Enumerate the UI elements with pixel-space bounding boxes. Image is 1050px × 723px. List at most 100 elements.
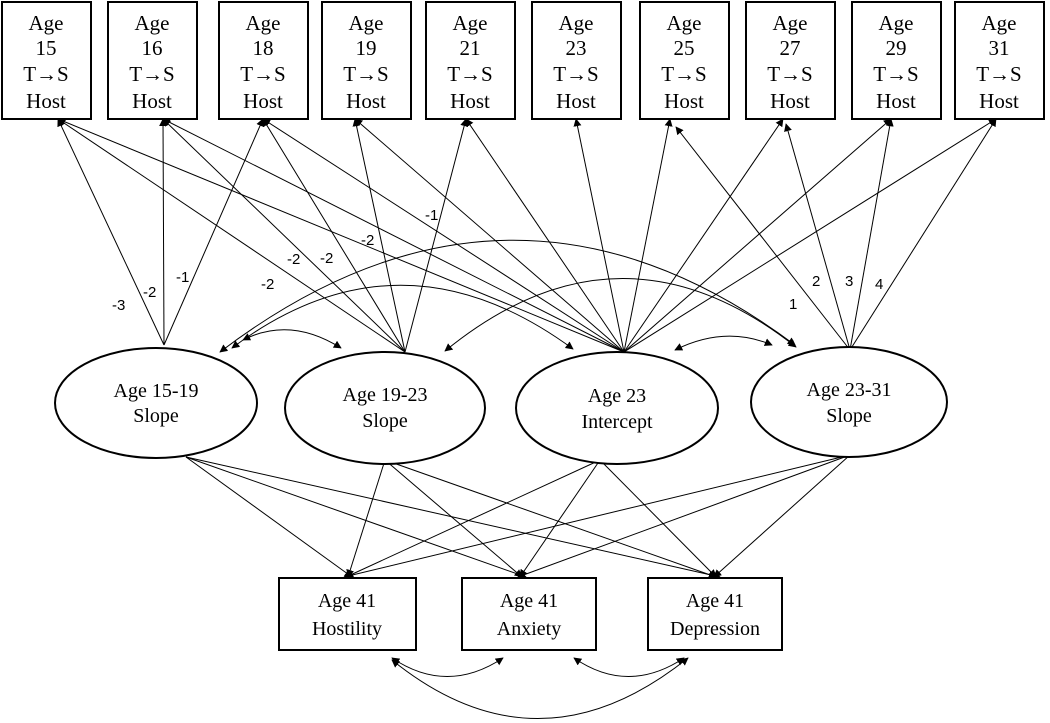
latent-slope-19-23: Age 19-23 Slope [284,351,486,465]
edge-slope1923-age16 [162,118,406,353]
loading-label: 2 [812,273,820,290]
path-slope2331-anxiety [517,454,851,579]
indicator-label: Age [773,11,808,35]
indicator-label: Age [667,11,702,35]
indicator-age: 23 [566,36,587,60]
edge-slope2331-age29 [849,118,894,351]
loading-labels: -3 -2 -1 -2 -2 -2 -2 -1 1 2 3 4 [112,207,883,314]
edge-slope2331-age25 [675,126,851,351]
indicator-construct: Host [556,89,596,113]
edge-slope2331-age31 [849,118,997,351]
indicator-age: 25 [674,36,695,60]
loading-label: 4 [875,276,883,293]
edge-intercept-age23 [573,118,625,353]
indicator-box-age19: Age 19 T→S Host [321,1,412,120]
latent-factors: Age 15-19 Slope Age 19-23 Slope Age 23 I… [54,346,948,465]
indicator-row: Age 15 T→S Host Age 16 T→S Host Age 18 T… [1,1,1045,120]
latent-intercept-23: Age 23 Intercept [515,351,719,465]
outcome-box-depression: Age 41 Depression [647,577,783,651]
indicator-box-age27: Age 27 T→S Host [745,1,836,120]
latent-label: Age 15-19 [114,380,199,402]
outcome-age: Age 41 [318,590,376,612]
indicator-box-age31: Age 31 T→S Host [954,1,1045,120]
indicator-age: 27 [780,36,801,60]
indicator-measure: T→S [240,62,286,86]
indicator-measure: T→S [976,62,1022,86]
edge-intercept-age21 [465,118,625,353]
latent-type: Intercept [581,411,653,433]
indicator-construct: Host [132,89,172,113]
path-slope1923-anxiety [384,459,523,578]
indicator-measure: T→S [447,62,493,86]
loading-label: 3 [845,273,853,290]
path-slope1923-hostility [346,459,386,578]
indicator-box-age18: Age 18 T→S Host [218,1,309,120]
edge-slope1923-age19 [352,118,406,353]
latent-slope-23-31: Age 23-31 Slope [750,346,948,458]
outcome-box-hostility: Age 41 Hostility [278,577,417,651]
path-intercept-anxiety [519,459,601,578]
edge-intercept-age18 [262,118,625,353]
path-slope2331-depression [713,454,851,578]
indicator-label: Age [29,11,64,35]
outcome-row: Age 41 Hostility Age 41 Anxiety Age 41 D… [278,577,783,651]
edge-intercept-age29 [623,118,892,353]
latent-slope-15-19: Age 15-19 Slope [54,347,258,459]
indicator-construct: Host [26,89,66,113]
loading-label: -2 [320,250,333,267]
edge-intercept-age31 [623,118,997,353]
cov-slope1519-intercept [231,284,574,350]
outcome-measure: Hostility [312,618,382,640]
edge-slope1923-age15 [57,118,406,353]
outcome-box-anxiety: Age 41 Anxiety [461,577,597,651]
indicator-label: Age [453,11,488,35]
indicator-box-age15: Age 15 T→S Host [1,1,92,120]
edges [57,118,997,719]
indicator-construct: Host [770,89,810,113]
indicator-age: 16 [142,36,163,60]
indicator-label: Age [349,11,384,35]
indicator-construct: Host [664,89,704,113]
indicator-label: Age [559,11,594,35]
indicator-construct: Host [243,89,283,113]
indicator-construct: Host [450,89,490,113]
indicator-construct: Host [979,89,1019,113]
indicator-box-age16: Age 16 T→S Host [107,1,198,120]
latent-label: Age 19-23 [343,384,428,406]
indicator-measure: T→S [129,62,175,86]
cov-slope1519-slope1923 [242,329,342,349]
loading-label: -2 [287,251,300,268]
outcome-measure: Depression [670,618,760,640]
path-slope1923-depression [384,459,717,579]
indicator-label: Age [982,11,1017,35]
loading-label: -1 [176,269,189,286]
path-intercept-hostility [345,459,601,578]
loading-label: -3 [112,297,125,314]
latent-label: Age 23 [588,385,646,407]
indicator-age: 29 [886,36,907,60]
indicator-measure: T→S [553,62,599,86]
loading-label: -2 [261,276,274,293]
path-slope1519-anxiety [185,456,527,579]
loading-label: -1 [425,207,438,224]
indicator-age: 18 [253,36,274,60]
indicator-label: Age [879,11,914,35]
indicator-age: 31 [989,36,1010,60]
indicator-box-age21: Age 21 T→S Host [425,1,516,120]
edge-intercept-age19 [354,118,625,353]
cov-intercept-slope2331 [674,335,773,351]
cov-slope1519-slope2331 [219,239,796,353]
path-intercept-depression [599,459,717,578]
cov-slope1923-slope2331 [444,278,797,352]
edge-intercept-age27 [623,118,784,353]
edge-slope1519-age16 [159,118,168,346]
indicator-box-age29: Age 29 T→S Host [851,1,942,120]
loading-label: -2 [361,232,374,249]
indicator-measure: T→S [661,62,707,86]
indicator-age: 19 [356,36,377,60]
edge-slope2331-age27 [784,123,851,351]
indicator-measure: T→S [343,62,389,86]
indicator-age: 21 [460,36,481,60]
latent-label: Age 23-31 [807,379,892,401]
